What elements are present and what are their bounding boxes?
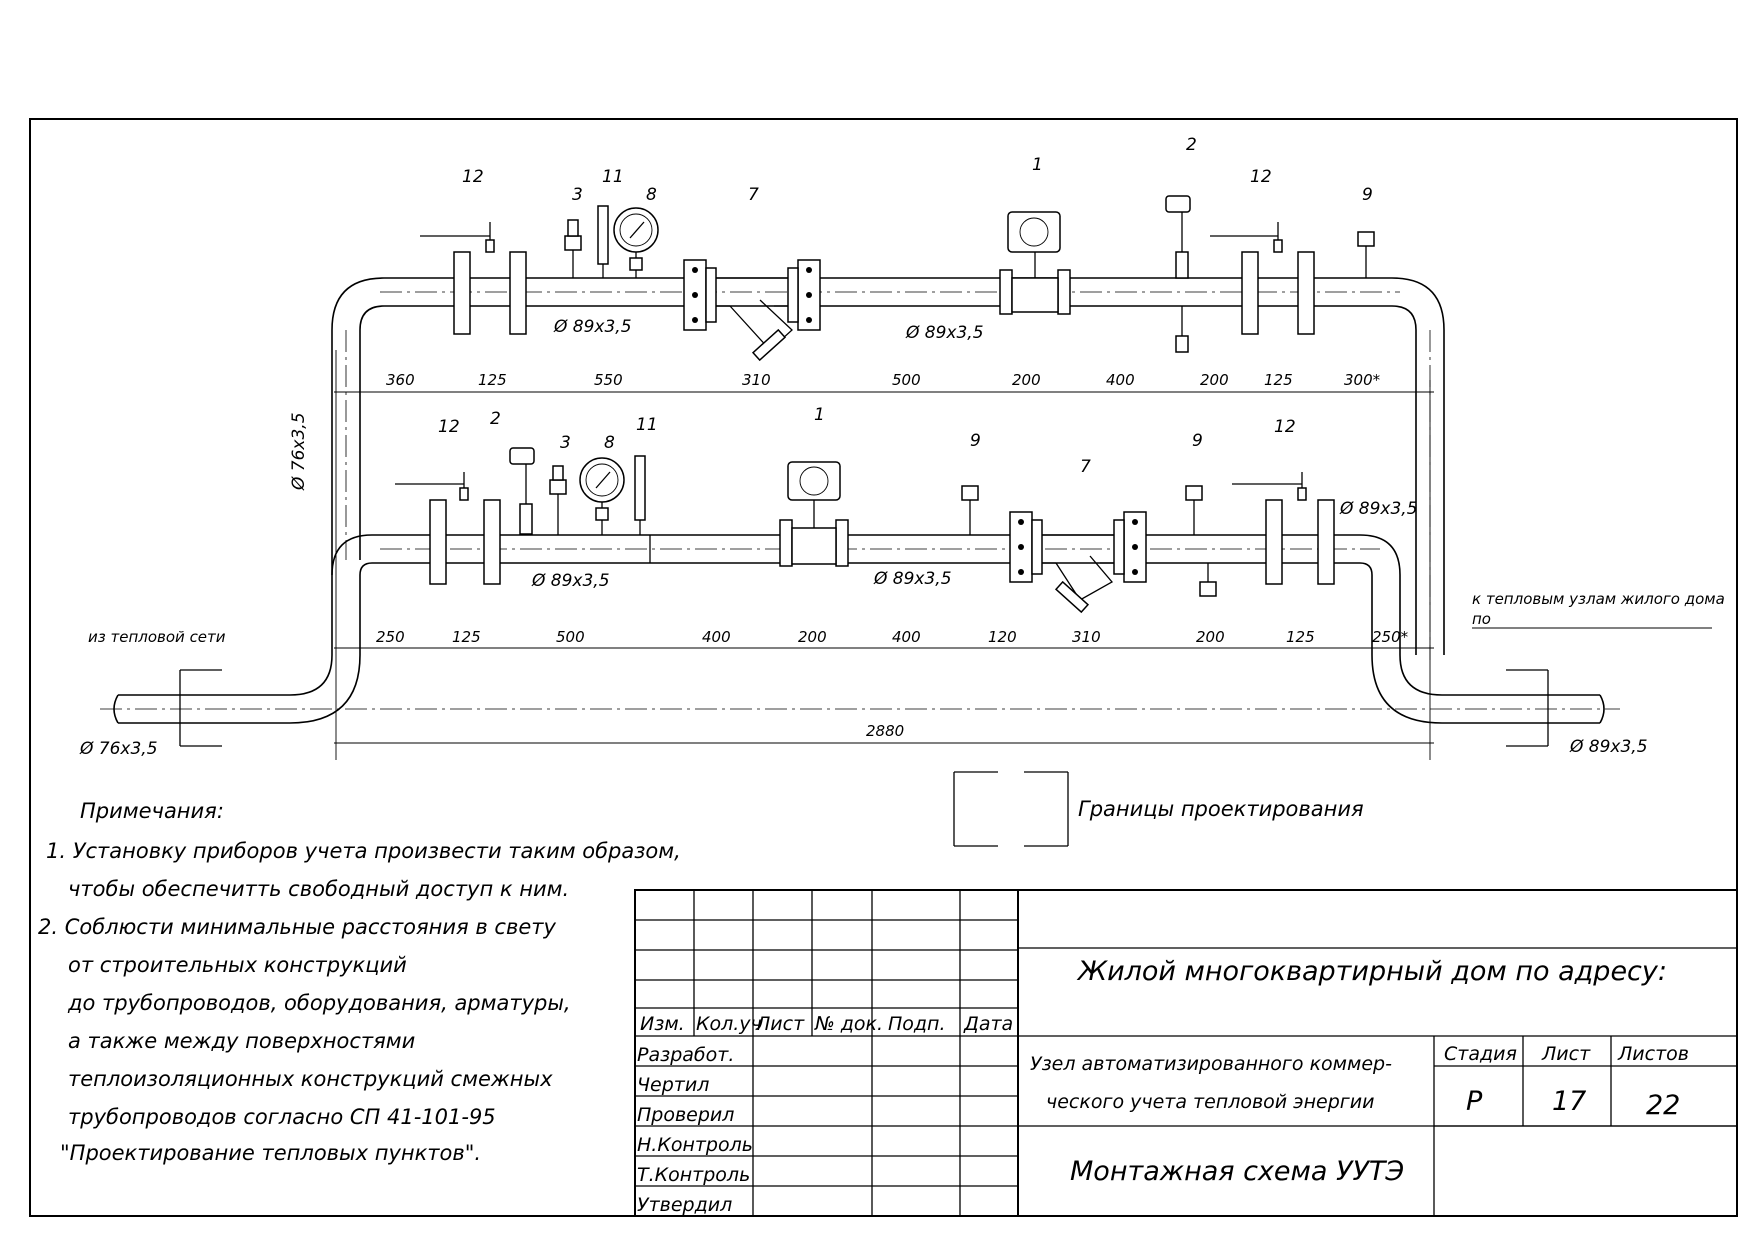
bottom-position-numbers: 12 2 3 8 11 1 9 7 9 12 — [438, 405, 1296, 477]
top-line-equipment — [420, 195, 1375, 362]
hdr-data: Дата — [963, 1013, 1013, 1035]
bottom-line-equipment — [395, 447, 1335, 614]
dim-top-4: 310 — [742, 371, 771, 389]
svg-text:11: 11 — [636, 415, 658, 435]
svg-text:9: 9 — [1362, 185, 1373, 205]
dim-top-3: 550 — [594, 371, 623, 389]
dim-bot-11: 250* — [1372, 628, 1409, 646]
svg-text:9: 9 — [970, 431, 981, 451]
boundary-legend: Границы проектирования — [953, 771, 1364, 847]
svg-text:12: 12 — [462, 167, 484, 187]
dim-bot-4: 400 — [702, 628, 731, 646]
svg-text:7: 7 — [748, 185, 759, 205]
dimension-lines — [334, 350, 1434, 760]
svg-text:2: 2 — [490, 409, 501, 429]
pipe-labels: Ø 89х3,5 Ø 89х3,5 Ø 89х3,5 Ø 89х3,5 Ø 89… — [79, 317, 1725, 759]
hdr-kol: Кол.уч — [696, 1013, 762, 1035]
role-tkontrol: Т.Контроль — [637, 1164, 750, 1186]
notes: Примечания: 1. Установку приборов учета … — [38, 799, 681, 1165]
role-chertil: Чертил — [637, 1074, 709, 1096]
hdr-podp: Подп. — [888, 1013, 946, 1035]
sheets-header: Листов — [1617, 1043, 1689, 1065]
title-block: Изм. Кол.уч Лист № док. Подп. Дата Разра… — [634, 889, 1738, 1217]
outlet-size: Ø 89х3,5 — [1569, 737, 1648, 757]
inlet-label: из тепловой сети — [88, 628, 226, 646]
dim-bot-7: 120 — [988, 628, 1017, 646]
description-line-1: Узел автоматизированного коммер- — [1030, 1053, 1392, 1075]
svg-text:1: 1 — [814, 405, 825, 425]
hdr-list: Лист — [755, 1013, 805, 1035]
stage-header: Стадия — [1444, 1043, 1517, 1065]
dim-top-6: 200 — [1012, 371, 1041, 389]
role-razrab: Разработ. — [637, 1044, 734, 1066]
dim-bot-1: 250 — [376, 628, 405, 646]
role-proveril: Проверил — [637, 1104, 734, 1126]
svg-text:3: 3 — [572, 185, 583, 205]
svg-text:до трубопроводов, оборудования: до трубопроводов, оборудования, арматуры… — [67, 991, 571, 1015]
dim-bot-3: 500 — [556, 628, 585, 646]
top-dimensions: 360 125 550 310 500 200 400 200 125 300* — [386, 371, 1381, 389]
outlet-label-2: по — [1472, 610, 1491, 628]
dim-top-5: 500 — [892, 371, 921, 389]
svg-text:трубопроводов согласно СП 4: трубопроводов согласно СП 41-101-95 — [68, 1105, 496, 1129]
pipe-top-size-1: Ø 89х3,5 — [553, 317, 632, 337]
bottom-dimensions: 250 125 500 400 200 400 120 310 200 125 … — [376, 628, 1409, 740]
inlet-size: Ø 76х3,5 — [79, 739, 158, 759]
svg-text:а также между поверхностями: а также между поверхностями — [68, 1029, 415, 1053]
top-position-numbers: 12 3 11 8 7 1 2 12 9 — [462, 135, 1373, 205]
svg-text:12: 12 — [438, 417, 460, 437]
svg-text:12: 12 — [1274, 417, 1296, 437]
design-boundary-markers — [179, 669, 1549, 747]
hdr-izm: Изм. — [640, 1013, 685, 1035]
role-utverdil: Утвердил — [637, 1194, 732, 1216]
dim-bot-8: 310 — [1072, 628, 1101, 646]
dim-overall: 2880 — [866, 722, 904, 740]
dim-top-7: 400 — [1106, 371, 1135, 389]
project-title: Жилой многоквартирный дом по адресу: — [1076, 956, 1667, 987]
svg-text:11: 11 — [602, 167, 624, 187]
sheet-header: Лист — [1541, 1043, 1591, 1065]
dim-top-2: 125 — [478, 371, 507, 389]
dim-top-10: 300* — [1344, 371, 1381, 389]
dim-bot-5: 200 — [798, 628, 827, 646]
svg-text:8: 8 — [604, 433, 615, 453]
pipe-bot-size-right: Ø 89х3,5 — [1339, 499, 1418, 519]
description-line-2: ческого учета тепловой энергии — [1046, 1091, 1374, 1113]
stage-value: Р — [1466, 1086, 1483, 1117]
svg-text:теплоизоляционных конструкций: теплоизоляционных конструкций смежных — [68, 1067, 553, 1091]
svg-text:от строительных конструкций: от строительных конструкций — [68, 953, 407, 977]
hdr-doc: № док. — [814, 1013, 883, 1035]
legend-label: Границы проектирования — [1078, 797, 1364, 821]
pipe-top-size-2: Ø 89х3,5 — [905, 323, 984, 343]
sheet-value: 17 — [1552, 1086, 1586, 1117]
svg-text:1: 1 — [1032, 155, 1043, 175]
svg-text:2. Соблюсти минимальные рассто: 2. Соблюсти минимальные расстояния в све… — [38, 915, 556, 939]
svg-text:3: 3 — [560, 433, 571, 453]
svg-text:9: 9 — [1192, 431, 1203, 451]
riser-size: Ø 76х3,5 — [289, 412, 309, 491]
dim-top-1: 360 — [386, 371, 415, 389]
svg-text:1. Установку приборов учета пр: 1. Установку приборов учета произвести т… — [46, 839, 681, 863]
dim-top-8: 200 — [1200, 371, 1229, 389]
dim-bot-10: 125 — [1286, 628, 1315, 646]
pipe-bot-size-1: Ø 89х3,5 — [531, 571, 610, 591]
svg-text:7: 7 — [1080, 457, 1091, 477]
dim-bot-9: 200 — [1196, 628, 1225, 646]
dim-top-9: 125 — [1264, 371, 1293, 389]
role-nkontrol: Н.Контроль — [637, 1134, 753, 1156]
svg-text:12: 12 — [1250, 167, 1272, 187]
pipe-network — [100, 277, 1620, 724]
outlet-label-1: к тепловым узлам жилого дома — [1472, 590, 1725, 608]
svg-text:"Проектирование тепловых пункт: "Проектирование тепловых пунктов". — [60, 1141, 481, 1165]
pipe-bot-size-2: Ø 89х3,5 — [873, 569, 952, 589]
svg-text:2: 2 — [1186, 135, 1197, 155]
notes-title: Примечания: — [80, 799, 224, 823]
dim-bot-6: 400 — [892, 628, 921, 646]
drawing-title: Монтажная схема УУТЭ — [1070, 1156, 1404, 1187]
dim-bot-2: 125 — [452, 628, 481, 646]
svg-text:чтобы обеспечитть свободный до: чтобы обеспечитть свободный доступ к ним… — [68, 877, 569, 901]
sheets-value: 22 — [1646, 1090, 1680, 1121]
svg-text:8: 8 — [646, 185, 657, 205]
